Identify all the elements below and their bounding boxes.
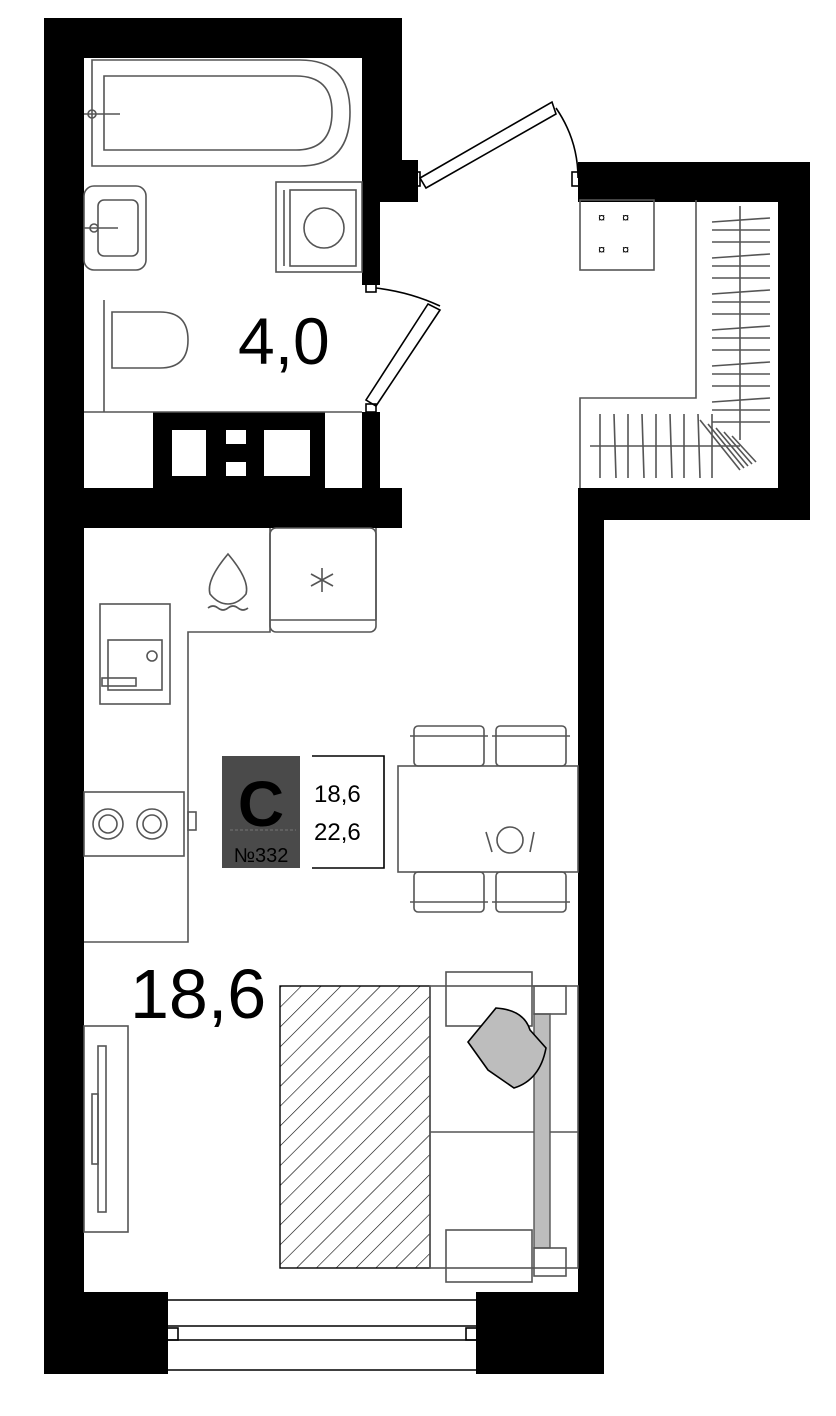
lamp-icon [496, 826, 524, 854]
oven-icon [99, 603, 171, 705]
wardrobe-bottom-wall [578, 488, 810, 520]
bathtub-icon [84, 59, 351, 167]
badge-total-area: 22,6 [314, 819, 361, 846]
snowflake-icon [310, 568, 334, 592]
hob-icon: ¤ ¤ ¤ ¤ [579, 199, 655, 271]
pillow-icon [466, 1007, 547, 1089]
svg-text:¤: ¤ [598, 242, 605, 257]
dining-table [397, 725, 579, 913]
window [165, 1299, 479, 1371]
walls [44, 18, 810, 1374]
apartment-badge: C №332 18,6 22,6 [222, 755, 385, 869]
bathroom-door [364, 283, 442, 413]
bottom-wall-left [44, 1292, 168, 1374]
wardrobe [579, 200, 771, 488]
entrance-door [411, 100, 581, 190]
sofa [429, 971, 579, 1283]
living-area-label: 18,6 [130, 955, 266, 1033]
wardrobe-right-wall [778, 162, 810, 520]
bottom-wall-right [476, 1292, 604, 1374]
bathroom-area-label: 4,0 [238, 304, 330, 378]
washing-machine-icon [275, 181, 363, 273]
svg-text:¤: ¤ [622, 242, 629, 257]
water-drop-icon [207, 552, 249, 611]
wardrobe-top-wall [578, 162, 810, 202]
svg-text:¤: ¤ [622, 210, 629, 225]
badge-living-area: 18,6 [314, 781, 361, 808]
badge-letter: C [238, 768, 284, 840]
closet [83, 1025, 129, 1233]
svg-text:¤: ¤ [598, 210, 605, 225]
bathroom-right-wall-upper [362, 18, 402, 163]
left-outer-wall [44, 18, 84, 1374]
toilet-icon [103, 300, 189, 412]
bathroom-right-wall-lower [362, 412, 380, 494]
badge-number: №332 [234, 845, 289, 867]
top-wall [44, 18, 402, 58]
rug [279, 985, 431, 1269]
sink-icon [83, 185, 147, 271]
right-outer-wall [578, 488, 604, 1374]
kitchen-counter [84, 527, 377, 943]
bathroom-right-wall-mid [362, 200, 380, 285]
separating-wall [44, 488, 402, 528]
stove-icon [83, 791, 197, 857]
door-jamb-left [362, 160, 418, 202]
